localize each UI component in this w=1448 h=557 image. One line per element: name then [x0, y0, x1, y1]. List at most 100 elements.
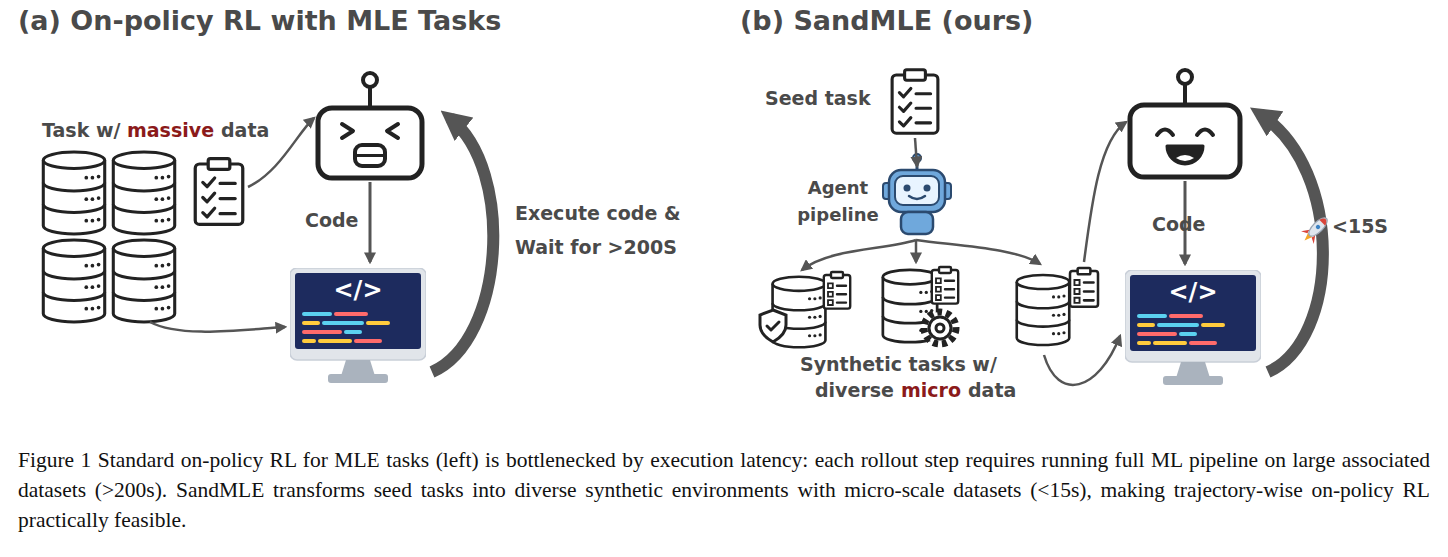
shape-rect — [290, 268, 426, 360]
shape-path — [369, 182, 372, 262]
latency-label: <15S — [1332, 214, 1388, 238]
shape-ellipse — [1306, 215, 1330, 239]
shape-g — [1139, 316, 1223, 343]
shape-path — [915, 240, 918, 262]
shape-circle — [1178, 70, 1192, 84]
shape-path — [1171, 314, 1201, 318]
arrow-label: Execute code & Wait for >200S — [515, 196, 710, 264]
shape-path — [1176, 155, 1194, 161]
shape-use — [1070, 268, 1098, 307]
emphasis-word: micro — [901, 378, 961, 402]
shape-circle — [363, 73, 377, 87]
figure-caption: Figure 1 Standard on-policy RL for MLE t… — [18, 445, 1430, 535]
shape-path — [1181, 332, 1195, 336]
shape-path — [304, 321, 318, 325]
code-symbol: </> — [1125, 278, 1261, 306]
shape-path — [356, 339, 380, 343]
annotation: data — [968, 378, 1016, 402]
shape-circle — [924, 312, 956, 344]
shape-path — [346, 330, 360, 334]
shape-circle — [929, 317, 951, 339]
database-stack — [43, 152, 174, 322]
shape-rect — [328, 374, 388, 383]
shape-use — [43, 240, 104, 322]
gear-icon — [924, 312, 956, 344]
shape-path — [1044, 336, 1120, 385]
annotation: Synthetic tasks w/ — [800, 352, 997, 376]
shape-path — [1139, 323, 1153, 327]
shape-path — [760, 310, 786, 342]
code-monitor: </> — [1125, 270, 1261, 388]
shape-path — [1155, 341, 1185, 345]
shape-path — [1203, 323, 1223, 327]
shape-path — [767, 322, 779, 330]
shape-path — [1139, 332, 1175, 336]
emphasis-word: massive — [127, 118, 214, 142]
annotation: data — [221, 118, 269, 142]
annotation: Task w/ — [42, 118, 120, 142]
shape-path — [150, 322, 285, 332]
shape-use — [932, 267, 958, 304]
flow-arrows — [150, 118, 493, 372]
shape-path — [432, 118, 493, 372]
shape-path — [1159, 323, 1197, 327]
panel-title: (b) SandMLE (ours) — [740, 4, 1033, 38]
seed-task-node: Seed task — [760, 64, 950, 138]
shape-path — [357, 154, 383, 157]
flow-arrow — [915, 138, 917, 166]
shape-use — [113, 240, 174, 322]
shape-path — [368, 321, 388, 325]
shape-rect — [1125, 270, 1261, 362]
shape-path — [336, 312, 366, 316]
shield-icon — [760, 310, 786, 342]
shape-circle — [936, 324, 944, 332]
shape-path — [1176, 362, 1210, 378]
shape-path — [802, 240, 916, 270]
shape-path — [304, 330, 340, 334]
code-monitor: </> — [290, 268, 426, 386]
shape-rect — [318, 108, 422, 178]
shape-rect — [901, 212, 933, 234]
shape-path — [341, 360, 375, 376]
shape-path — [320, 339, 350, 343]
shape-use — [43, 152, 104, 234]
shape-rect — [355, 145, 385, 166]
shape-path — [1139, 314, 1165, 318]
shape-path — [304, 312, 330, 316]
annotation: diverse — [815, 378, 894, 402]
shape-path — [1167, 146, 1203, 164]
shape-path — [1319, 216, 1328, 225]
shape-path — [916, 240, 1040, 264]
shape-use — [824, 272, 850, 309]
shape-use — [113, 152, 174, 234]
arrow-label: Code — [1152, 212, 1205, 236]
node-label: Agent pipeline — [790, 174, 886, 228]
shape-rect — [1130, 105, 1240, 177]
panel-title: (a) On-policy RL with MLE Tasks — [18, 4, 501, 38]
shape-path — [1084, 122, 1126, 262]
arrow-label: Code — [305, 208, 358, 232]
happy-robot — [1130, 70, 1240, 177]
shape-path — [342, 124, 398, 138]
shape-rect — [895, 176, 939, 205]
shape-path — [909, 196, 925, 199]
clipboard-shape — [889, 66, 941, 136]
shape-circle — [924, 185, 931, 192]
rocket-icon — [1298, 212, 1333, 247]
shape-g — [304, 314, 388, 341]
angry-robot — [318, 73, 422, 178]
task-clipboard — [195, 159, 243, 225]
shape-path — [1260, 114, 1323, 372]
shape-rect — [1163, 376, 1223, 385]
shape-path — [1157, 130, 1213, 136]
synthetic-datasets — [760, 267, 1098, 347]
shape-path — [1139, 341, 1149, 345]
shape-path — [324, 321, 362, 325]
shape-path — [1183, 84, 1187, 105]
shape-rect — [889, 170, 945, 212]
code-symbol: </> — [290, 276, 426, 304]
agent-robot — [883, 154, 951, 234]
shape-path — [1191, 341, 1215, 345]
flow-arrows — [802, 114, 1323, 385]
